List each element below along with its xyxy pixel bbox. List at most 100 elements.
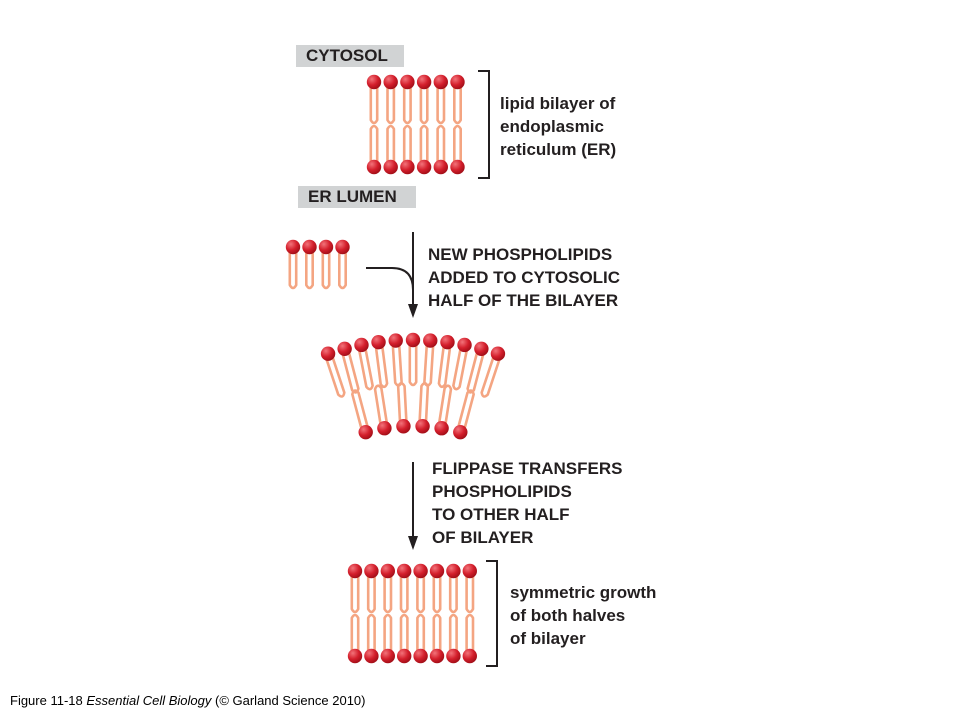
- symmetric-label-line-2: of both halves: [510, 606, 626, 625]
- lipid-tail: [351, 389, 369, 429]
- new-phospholipids: [285, 239, 350, 290]
- lipid-head: [474, 341, 489, 356]
- lipid-tail: [457, 389, 475, 429]
- lipid-tail: [448, 575, 458, 614]
- symmetric-lipid-bilayer: [347, 563, 477, 664]
- lipid-inner-leaflet: [373, 384, 392, 436]
- symmetric-label-line-1: symmetric growth: [510, 583, 657, 602]
- er-bilayer-label-line-1: lipid bilayer of: [500, 94, 616, 113]
- lipid-head: [377, 421, 392, 436]
- lipid-outer-leaflet: [397, 563, 412, 614]
- lipid-head: [400, 74, 415, 90]
- er-bilayer-label-line-2: endoplasmic: [500, 117, 604, 136]
- lipid-inner-leaflet: [446, 613, 461, 664]
- lipid-outer-leaflet: [450, 74, 465, 125]
- er-bilayer-label-line-3: reticulum (ER): [500, 140, 617, 159]
- lipid-outer-leaflet: [429, 563, 445, 614]
- lipid-tail: [373, 384, 388, 424]
- lipid-head: [380, 563, 395, 579]
- step2-label-line-3: TO OTHER HALF: [432, 505, 570, 524]
- lipid-tail: [383, 575, 393, 614]
- lipid-inner-leaflet: [364, 613, 379, 664]
- lipid-tail: [453, 124, 462, 163]
- lipid-tail: [374, 346, 389, 389]
- lipid-tail: [448, 613, 458, 652]
- lipid-head: [423, 333, 438, 348]
- lipid-tail: [338, 251, 347, 290]
- lipid-tail: [418, 382, 430, 422]
- lipid-head: [358, 424, 373, 440]
- step1-label: NEW PHOSPHOLIPIDS ADDED TO CYTOSOLIC HAL…: [428, 243, 620, 312]
- lipid-tail: [366, 575, 376, 614]
- step2-label-line-1: FLIPPASE TRANSFERS: [432, 459, 623, 478]
- lipid-head: [429, 648, 445, 664]
- lipid-inner-leaflet: [462, 613, 477, 664]
- lipid-head: [429, 563, 445, 579]
- lipid-outer-leaflet: [413, 563, 428, 614]
- step1-arrowhead: [408, 304, 418, 318]
- lipid-head: [397, 648, 412, 664]
- lipid-tail: [341, 352, 360, 394]
- step2-label-line-2: PHOSPHOLIPIDS: [432, 482, 572, 501]
- lipid-tail: [369, 124, 379, 163]
- lipid-tail: [419, 124, 429, 163]
- lipid-inner-leaflet: [450, 124, 465, 175]
- lipid-outer-leaflet: [423, 333, 438, 387]
- step2-label: FLIPPASE TRANSFERS PHOSPHOLIPIDS TO OTHE…: [432, 457, 622, 549]
- lipid-tail: [453, 86, 462, 125]
- new-phospholipid: [318, 239, 334, 290]
- lipid-outer-leaflet: [380, 563, 395, 614]
- lipid-outer-leaflet: [364, 563, 379, 614]
- lipid-tail: [438, 384, 453, 424]
- lipid-tail: [480, 357, 501, 398]
- lipid-tail: [399, 613, 409, 652]
- lipid-outer-leaflet: [337, 341, 360, 394]
- lipid-head: [337, 341, 352, 356]
- lipid-inner-leaflet: [366, 124, 382, 175]
- new-phospholipid: [335, 239, 350, 290]
- lipid-tail: [436, 86, 446, 125]
- lipid-head: [446, 648, 461, 664]
- er-lipid-bilayer: [366, 74, 465, 175]
- lipid-head: [364, 648, 379, 664]
- lipid-head: [383, 159, 398, 175]
- lipid-head: [347, 563, 363, 579]
- lipid-tail: [399, 575, 409, 614]
- lipid-inner-leaflet: [429, 613, 445, 664]
- lipid-head: [318, 239, 334, 255]
- lipid-tail: [325, 357, 346, 398]
- step1-label-line-3: HALF OF THE BILAYER: [428, 291, 619, 310]
- er-bilayer-bracket: [478, 70, 490, 179]
- lipid-tail: [358, 349, 374, 391]
- step1-label-line-2: ADDED TO CYTOSOLIC: [428, 268, 621, 287]
- lipid-head: [413, 648, 428, 664]
- lipid-tail: [288, 251, 298, 290]
- lipid-inner-leaflet: [453, 389, 475, 440]
- lipid-tail: [432, 613, 442, 652]
- lipid-outer-leaflet: [400, 74, 415, 125]
- curved-lipid-bilayer: [320, 332, 506, 440]
- lipid-head: [433, 74, 448, 90]
- lipid-head: [416, 74, 432, 90]
- lipid-tail: [321, 251, 331, 290]
- lipid-tail: [419, 86, 429, 125]
- lipid-outer-leaflet: [371, 335, 389, 389]
- lipid-tail: [386, 124, 396, 163]
- lipid-tail: [402, 86, 412, 125]
- lipid-outer-leaflet: [405, 332, 421, 387]
- lipid-head: [462, 648, 477, 664]
- lipid-head: [446, 563, 461, 579]
- lipid-head: [285, 239, 301, 255]
- lipid-outer-leaflet: [388, 333, 403, 387]
- lipid-outer-leaflet: [452, 337, 472, 391]
- lipid-inner-leaflet: [400, 124, 415, 175]
- new-phospholipid: [302, 239, 317, 290]
- new-phospholipid: [285, 239, 301, 290]
- step1-label-line-1: NEW PHOSPHOLIPIDS: [428, 245, 613, 264]
- lipid-inner-leaflet: [434, 384, 453, 436]
- lipid-tail: [366, 613, 376, 652]
- lipid-head: [405, 332, 421, 348]
- lipid-inner-leaflet: [347, 613, 363, 664]
- lipid-tail: [416, 575, 426, 614]
- caption-prefix: Figure 11-18: [10, 693, 87, 708]
